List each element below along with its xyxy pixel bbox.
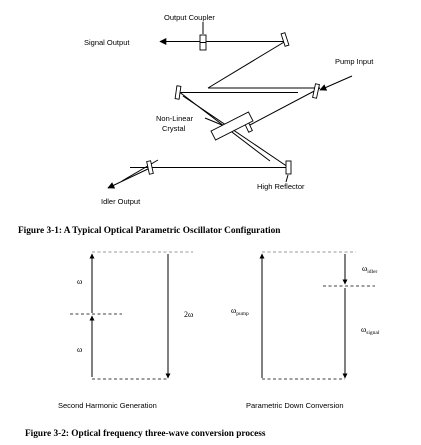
high-reflector [285, 160, 292, 175]
high-reflector-label: High Reflector [257, 182, 305, 191]
pump-input-label: Pump Input [335, 57, 374, 66]
crystal-pointer [204, 117, 223, 126]
fold-mirror-bottom [146, 160, 154, 175]
pdc-idler-label: ωidler [362, 264, 378, 275]
nonlinear-label-line1: Non-Linear [156, 114, 194, 123]
pump-input-arrow [319, 75, 353, 91]
fold-mirror-top [280, 32, 290, 47]
fold-mirror-left [174, 85, 182, 100]
reflector-pointer [285, 174, 289, 183]
opo-diagram: Output Coupler Signal Output Pump Input … [84, 13, 374, 206]
shg-omega-lower-label: ω [77, 345, 82, 354]
figure-3-2-caption: Figure 3-2: Optical frequency three-wave… [25, 429, 266, 439]
shg-diagram: ω ω 2ω Second Harmonic Generation [58, 251, 193, 410]
figure-3-1-caption: Figure 3-1: A Typical Optical Parametric… [18, 226, 281, 236]
pdc-title: Parametric Down Conversion [246, 401, 344, 410]
fold-mirror-right [312, 83, 320, 99]
nonlinear-crystal [210, 111, 254, 141]
pdc-signal-label: ωsignal [361, 325, 380, 336]
idler-output-label: Idler Output [101, 197, 141, 206]
shg-two-omega-label: 2ω [184, 310, 193, 319]
shg-omega-upper-label: ω [77, 277, 82, 286]
nonlinear-label-line2: Crystal [162, 124, 186, 133]
shg-title: Second Harmonic Generation [58, 401, 157, 410]
pdc-pump-label: ωpump [231, 306, 249, 317]
pdc-diagram: ωpump ωidler ωsignal Parametric Down Con… [231, 251, 380, 410]
beam-path [121, 41, 321, 182]
idler-output-arrow [107, 167, 151, 189]
output-coupler-label: Output Coupler [164, 13, 215, 22]
output-coupler [199, 34, 207, 51]
signal-output-label: Signal Output [84, 38, 130, 47]
